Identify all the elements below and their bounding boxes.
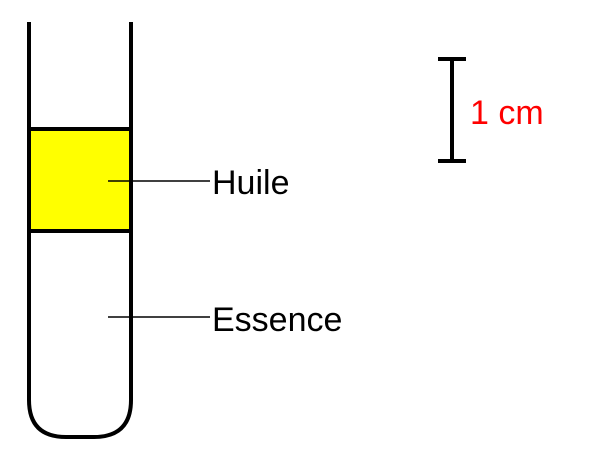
test-tube-outline [27,22,133,439]
oil-label: Huile [212,164,289,202]
oil-layer [29,129,131,231]
gasoline-label: Essence [212,301,342,339]
scale-label: 1 cm [470,94,544,132]
scale-bar [438,57,466,163]
